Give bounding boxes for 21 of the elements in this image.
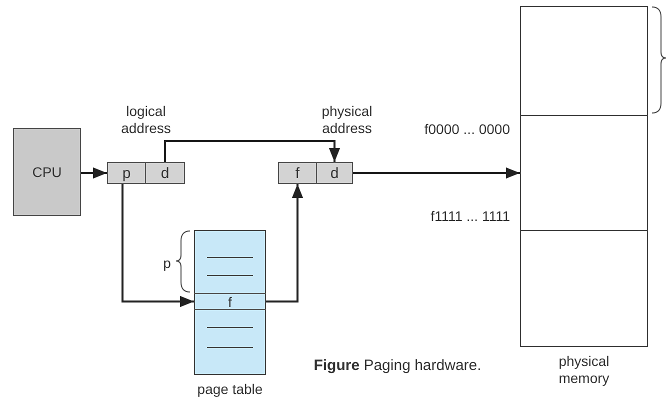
table-caption: page table [196,381,264,398]
register-heading: physical address [320,103,374,137]
arrow [81,167,107,179]
address-label: f1111 ... 1111 [430,208,510,225]
arrow [122,184,194,308]
memory-caption: physical memory [558,353,610,387]
cpu-box: CPU [13,128,81,216]
figure-caption: Figure Paging hardware. [312,357,482,374]
table-entry: f [194,293,266,310]
memory-frame [520,115,648,231]
register-field: d [145,162,185,184]
register-field: d [316,162,353,184]
arrow [353,167,520,179]
register-field: p [107,162,146,184]
memory-frame [520,6,648,116]
register-field: f [278,162,317,184]
brace-label: p [162,255,172,272]
register-heading: logical address [120,103,172,137]
arrow [266,184,304,302]
memory-frame [520,230,648,347]
arrow [164,140,340,162]
